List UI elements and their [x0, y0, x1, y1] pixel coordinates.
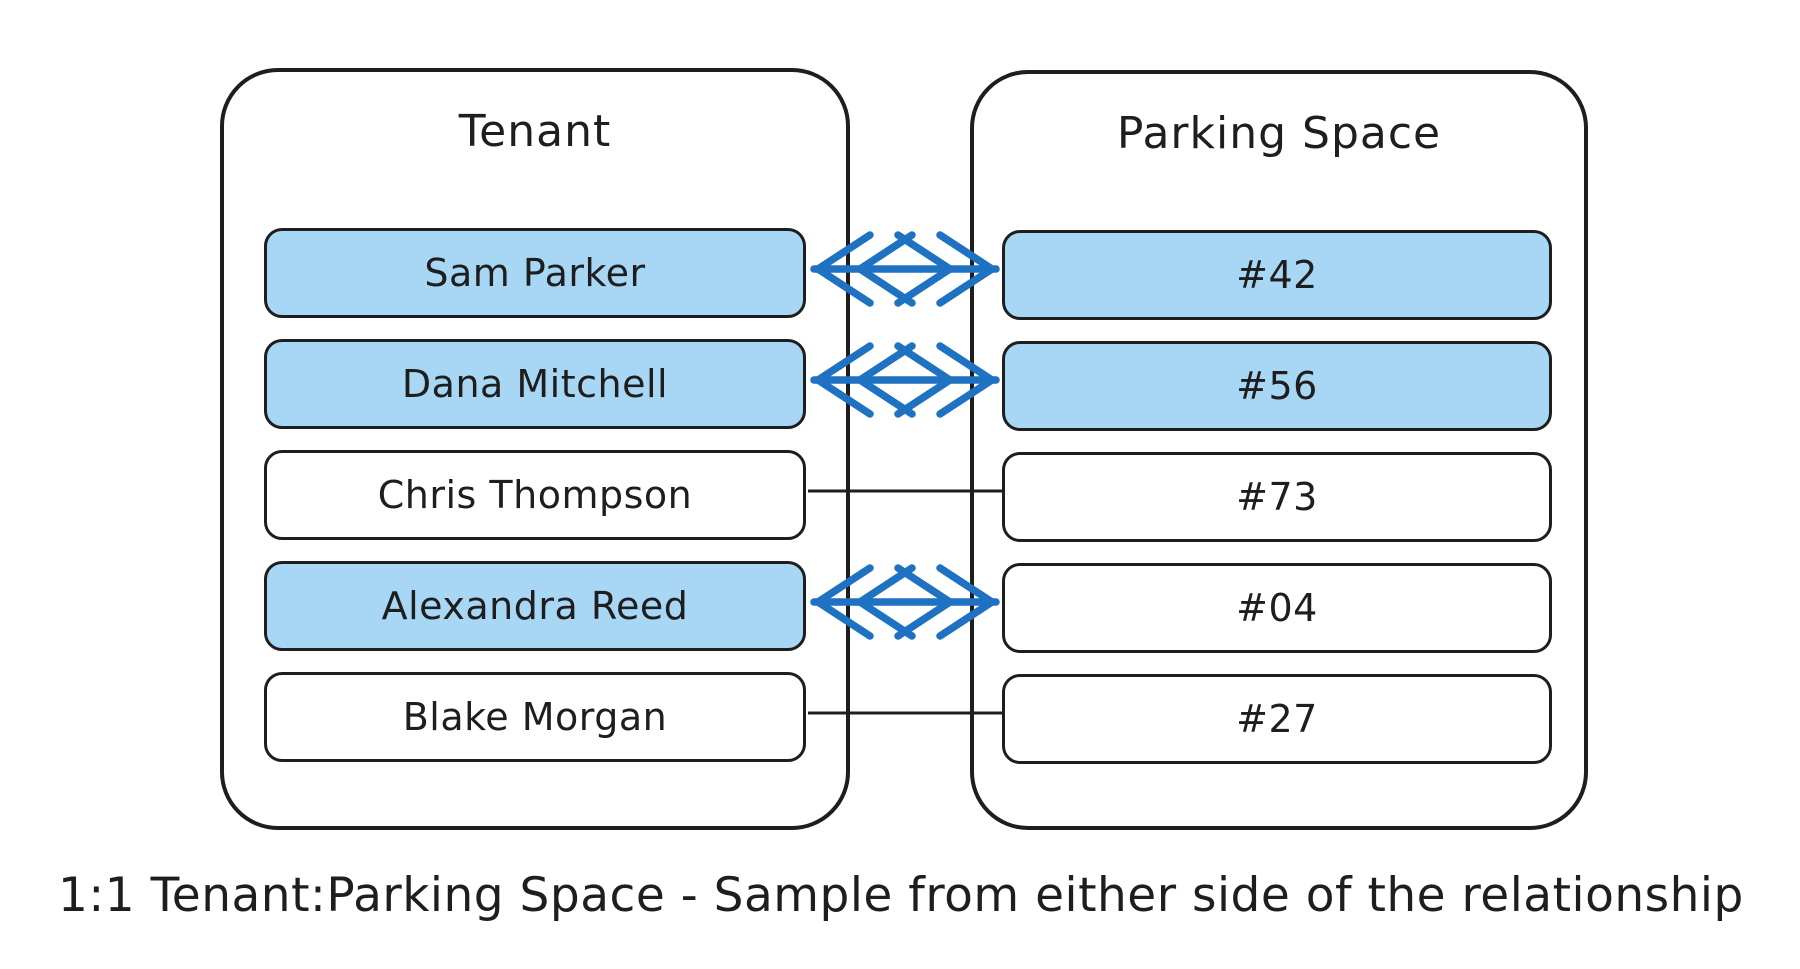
tenant-row: Alexandra Reed — [264, 561, 806, 651]
tenant-row-label: Alexandra Reed — [381, 584, 689, 628]
parking-space-panel-title: Parking Space — [1116, 108, 1442, 159]
relationship-connector — [808, 227, 1002, 311]
parking-row-label: #42 — [1236, 253, 1318, 297]
tenant-panel: Tenant Sam Parker Dana Mitchell Chris Th… — [220, 68, 850, 830]
relationship-connector — [808, 671, 1002, 755]
relationship-connector — [808, 560, 1002, 644]
parking-row: #73 — [1002, 452, 1552, 542]
parking-space-panel: Parking Space #42 #56 #73 #04 #27 — [970, 70, 1588, 830]
tenant-row-label: Dana Mitchell — [401, 362, 669, 406]
tenant-panel-title: Tenant — [458, 106, 612, 157]
parking-row: #04 — [1002, 563, 1552, 653]
tenant-row-label: Blake Morgan — [402, 695, 668, 739]
parking-row-label: #27 — [1236, 697, 1318, 741]
double-arrow-icon — [810, 564, 1000, 640]
connection-line — [808, 489, 1002, 493]
parking-row: #56 — [1002, 341, 1552, 431]
relationship-connector — [808, 338, 1002, 422]
connection-line — [808, 711, 1002, 715]
parking-row: #27 — [1002, 674, 1552, 764]
diagram-caption: 1:1 Tenant:Parking Space - Sample from e… — [58, 868, 1744, 923]
double-arrow-icon — [810, 231, 1000, 307]
tenant-row: Dana Mitchell — [264, 339, 806, 429]
parking-row-label: #73 — [1236, 475, 1318, 519]
tenant-row-label: Chris Thompson — [377, 473, 693, 517]
tenant-row: Sam Parker — [264, 228, 806, 318]
tenant-row: Chris Thompson — [264, 450, 806, 540]
relationship-connector — [808, 449, 1002, 533]
parking-row-label: #56 — [1236, 364, 1318, 408]
tenant-row: Blake Morgan — [264, 672, 806, 762]
parking-row: #42 — [1002, 230, 1552, 320]
double-arrow-icon — [810, 342, 1000, 418]
parking-row-label: #04 — [1236, 586, 1318, 630]
tenant-row-label: Sam Parker — [424, 251, 646, 295]
